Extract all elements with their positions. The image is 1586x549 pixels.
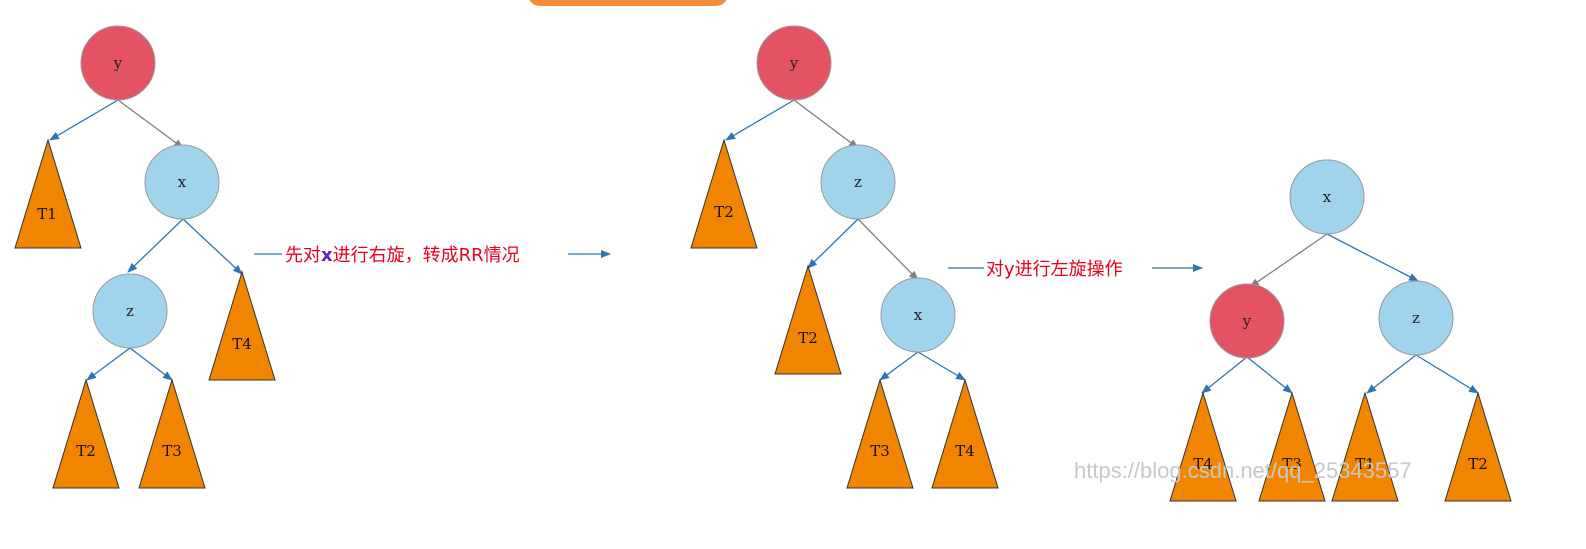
edge — [117, 99, 184, 149]
subtree-label: T2 — [76, 442, 96, 460]
transition-arrow-1: 先对x进行右旋，转成RR情况 — [254, 245, 611, 266]
node-label: y — [113, 54, 123, 72]
edge — [1366, 354, 1417, 394]
subtree-label: T1 — [37, 205, 57, 223]
edge — [807, 218, 859, 269]
edge — [182, 218, 243, 275]
subtree-t2: T2 — [1444, 391, 1512, 502]
edge — [879, 351, 919, 381]
arrow-1-suffix: 进行右旋，转成RR情况 — [333, 245, 520, 266]
diagram-1: y x z T1 T4 T2 T3 — [14, 25, 276, 489]
node-label: x — [178, 173, 187, 191]
node-x: x — [144, 144, 220, 220]
node-label: z — [854, 173, 862, 191]
edge — [857, 218, 919, 281]
edge — [1246, 356, 1293, 394]
diagram-3: x y z T4 T3 T1 T2 — [1169, 159, 1512, 502]
node-y: y — [1209, 283, 1285, 359]
subtree-label: T3 — [870, 442, 890, 460]
subtree-label: T2 — [798, 329, 818, 347]
edge — [917, 351, 966, 381]
subtree-t1: T1 — [14, 138, 82, 249]
subtree-label: T2 — [714, 203, 734, 221]
node-z: z — [92, 273, 168, 349]
node-x: x — [880, 277, 956, 353]
edge — [1415, 354, 1479, 394]
edge — [86, 347, 131, 381]
subtree-label: T4 — [955, 442, 975, 460]
subtree-t3: T3 — [846, 378, 914, 489]
arrow-2-label: 对y进行左旋操作 — [986, 259, 1123, 280]
subtree-t2-top: T2 — [690, 138, 758, 249]
arrow-1-label: 先对x进行右旋，转成RR情况 — [285, 245, 520, 266]
subtree-t4: T4 — [931, 378, 999, 489]
subtree-t4: T4 — [1169, 391, 1237, 502]
watermark: https://blog.csdn.net/qq_25343557 — [1074, 458, 1412, 483]
subtree-label: T3 — [162, 442, 182, 460]
subtree-label: T4 — [232, 335, 252, 353]
edge — [129, 347, 173, 381]
diagram-2: y z x T2 T2 T3 T4 — [690, 25, 999, 489]
node-label: x — [1323, 188, 1332, 206]
top-orange-tab — [529, 0, 727, 6]
transition-arrow-2: 对y进行左旋操作 — [948, 259, 1203, 280]
node-label: y — [789, 54, 799, 72]
subtree-label: T3 — [1282, 455, 1302, 473]
edge — [725, 99, 795, 141]
edge — [1201, 356, 1248, 394]
node-label: x — [914, 306, 923, 324]
edge — [49, 99, 119, 141]
edge — [793, 99, 859, 149]
node-label: y — [1242, 312, 1252, 330]
subtree-t3: T3 — [1258, 391, 1326, 502]
subtree-t1: T1 — [1331, 391, 1399, 502]
node-x: x — [1289, 159, 1365, 235]
edge — [127, 218, 184, 273]
node-label: z — [126, 302, 134, 320]
node-y: y — [80, 25, 156, 101]
node-label: z — [1412, 309, 1420, 327]
subtree-label: T1 — [1355, 455, 1375, 473]
subtree-t2-mid: T2 — [774, 264, 842, 375]
arrow-1-var: x — [321, 245, 333, 266]
arrow-1-prefix: 先对 — [285, 245, 321, 266]
subtree-t4: T4 — [208, 270, 276, 381]
node-y: y — [756, 25, 832, 101]
node-z: z — [1378, 280, 1454, 356]
subtree-t2: T2 — [52, 378, 120, 489]
edge — [1249, 233, 1328, 288]
subtree-t3: T3 — [138, 378, 206, 489]
subtree-label: T2 — [1468, 455, 1488, 473]
subtree-label: T4 — [1193, 455, 1213, 473]
node-z: z — [820, 144, 896, 220]
edge — [1326, 233, 1419, 282]
